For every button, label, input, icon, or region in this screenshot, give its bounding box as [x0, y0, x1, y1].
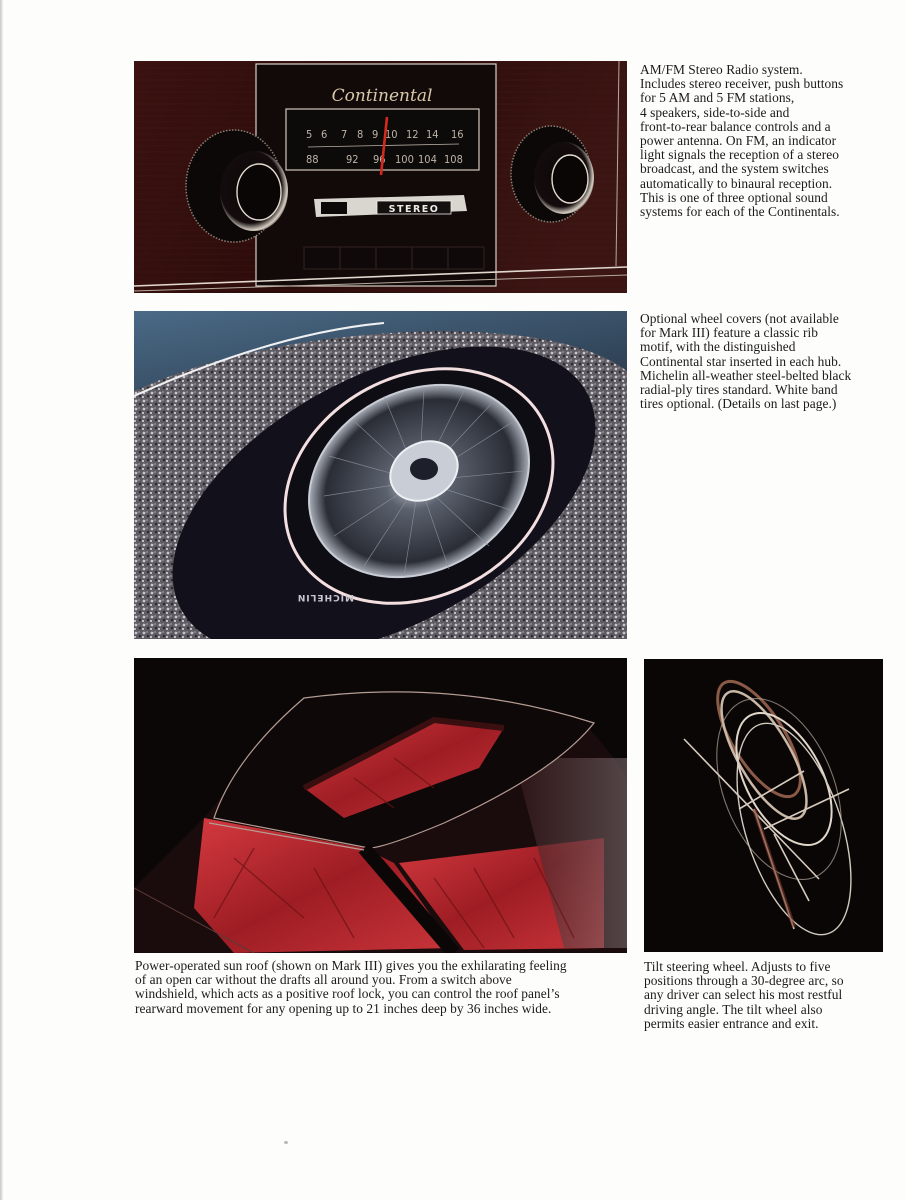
svg-text:9: 9	[372, 128, 378, 141]
sun-roof-photo	[134, 658, 627, 953]
tilt-steering-caption: Tilt steering wheel. Adjusts to five pos…	[644, 959, 844, 1031]
svg-text:14: 14	[426, 128, 439, 141]
svg-text:7: 7	[341, 128, 347, 141]
tilt-steering-photo	[644, 659, 883, 952]
wheel-cover-photo: MICHELIN	[134, 311, 627, 639]
radio-caption: AM/FM Stereo Radio system. Includes ster…	[640, 62, 844, 220]
continental-script: Continental	[332, 86, 433, 106]
svg-text:16: 16	[451, 128, 464, 141]
steering-illustration	[644, 659, 883, 952]
sunroof-illustration	[134, 658, 627, 953]
svg-text:88: 88	[306, 153, 319, 166]
svg-text:100: 100	[395, 153, 414, 166]
svg-text:12: 12	[406, 128, 419, 141]
svg-text:MICHELIN: MICHELIN	[297, 592, 354, 602]
svg-text:92: 92	[346, 153, 359, 166]
scan-speck	[284, 1141, 288, 1144]
svg-text:8: 8	[357, 128, 363, 141]
svg-text:6: 6	[321, 128, 327, 141]
svg-text:108: 108	[444, 153, 463, 166]
svg-text:STEREO: STEREO	[389, 204, 440, 215]
svg-text:10: 10	[385, 128, 398, 141]
page-edge	[0, 0, 3, 1200]
sun-roof-caption: Power-operated sun roof (shown on Mark I…	[135, 958, 567, 1016]
wheel-caption: Optional wheel covers (not available for…	[640, 311, 852, 412]
wheel-illustration: MICHELIN	[134, 311, 627, 639]
svg-text:104: 104	[418, 153, 437, 166]
svg-text:5: 5	[306, 128, 312, 141]
